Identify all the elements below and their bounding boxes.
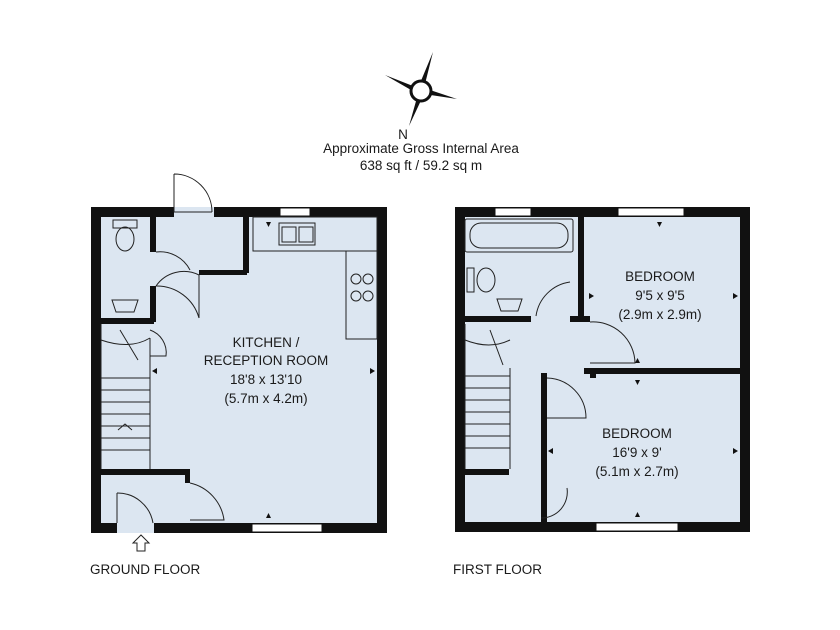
- bedroom2-dims-metric: (5.1m x 2.7m): [595, 464, 678, 479]
- first-floor-label: FIRST FLOOR: [453, 562, 542, 577]
- first-floor-plan: [455, 207, 750, 532]
- ground-floor-label: GROUND FLOOR: [90, 562, 201, 577]
- bedroom2-dims-imperial: 16'9 x 9': [612, 445, 661, 460]
- area-title: Approximate Gross Internal Area: [323, 141, 519, 156]
- kitchen-name-line1: KITCHEN /: [233, 335, 300, 350]
- compass-rose-icon: [385, 52, 457, 126]
- kitchen-dims-metric: (5.7m x 4.2m): [224, 391, 307, 406]
- kitchen-dims-imperial: 18'8 x 13'10: [230, 372, 302, 387]
- kitchen-name-line2: RECEPTION ROOM: [204, 353, 329, 368]
- ground-floor-plan: [91, 173, 387, 552]
- bedroom2-name: BEDROOM: [602, 426, 672, 441]
- area-value: 638 sq ft / 59.2 sq m: [360, 158, 482, 173]
- compass-north-label: N: [398, 127, 408, 142]
- bedroom1-dims-metric: (2.9m x 2.9m): [618, 307, 701, 322]
- bedroom1-name: BEDROOM: [625, 269, 695, 284]
- bedroom1-dims-imperial: 9'5 x 9'5: [635, 288, 684, 303]
